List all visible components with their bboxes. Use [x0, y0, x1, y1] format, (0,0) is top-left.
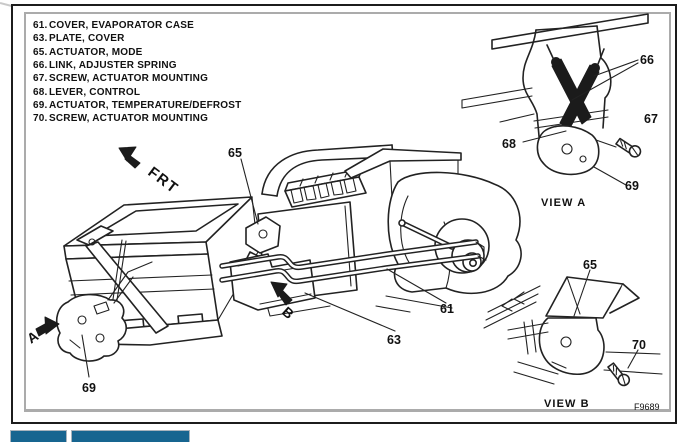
- legend-item-number: 66.: [33, 60, 48, 72]
- legend-item-label: LEVER, CONTROL: [49, 86, 141, 98]
- detail-a-arrow: [35, 316, 60, 337]
- view-a-title: VIEW A: [541, 197, 586, 209]
- callout-69-view-a: 69: [625, 179, 639, 193]
- legend-item-number: 68.: [33, 86, 48, 98]
- legend-item: 66.LINK, ADJUSTER SPRING: [33, 59, 363, 72]
- callout-65-main: 65: [228, 146, 242, 160]
- legend-item-label: ACTUATOR, TEMPERATURE/DEFROST: [49, 100, 242, 112]
- legend-item: 69.ACTUATOR, TEMPERATURE/DEFROST: [33, 99, 363, 112]
- view-b-title: VIEW B: [544, 398, 590, 410]
- bottom-toolbar-button-2[interactable]: [71, 430, 190, 442]
- bottom-toolbar-button-1[interactable]: [10, 430, 67, 442]
- legend-item: 61.COVER, EVAPORATOR CASE: [33, 19, 363, 32]
- main-callout-leaders: [81, 158, 447, 378]
- detail-b-label: B: [279, 303, 297, 322]
- callout-69-main: 69: [82, 381, 96, 395]
- temperature-actuator-drawing: [56, 261, 153, 362]
- callout-63-main: 63: [387, 333, 401, 347]
- legend-item: 68.LEVER, CONTROL: [33, 86, 363, 99]
- legend-item-number: 65.: [33, 46, 48, 58]
- detail-b-arrow: [270, 281, 293, 306]
- exploded-view-diagram: FRT A B 65 61 63 69 66 67 68 69 VIEW A 6…: [24, 13, 663, 412]
- view-a-drawing: [461, 13, 649, 186]
- view-b-drawing: [483, 269, 663, 389]
- legend-item-number: 63.: [33, 33, 48, 45]
- blower-housing-drawing: [375, 171, 522, 313]
- legend-item-label: SCREW, ACTUATOR MOUNTING: [49, 73, 209, 85]
- legend-item-number: 70.: [33, 113, 48, 125]
- callout-66-view-a: 66: [640, 53, 654, 67]
- actuator-screw-icon: [613, 137, 643, 159]
- callout-70-view-b: 70: [632, 338, 646, 352]
- callout-65-view-b: 65: [583, 258, 597, 272]
- legend-item-label: SCREW, ACTUATOR MOUNTING: [49, 113, 209, 125]
- legend-item-number: 69.: [33, 100, 48, 112]
- legend-item-number: 61.: [33, 20, 48, 31]
- legend-item-number: 67.: [33, 73, 48, 85]
- parts-legend: 61.COVER, EVAPORATOR CASE 63.PLATE, COVE…: [33, 19, 363, 126]
- callout-68-view-a: 68: [502, 137, 516, 151]
- legend-item: 67.SCREW, ACTUATOR MOUNTING: [33, 72, 363, 85]
- callout-61-main: 61: [440, 302, 454, 316]
- legend-item-label: LINK, ADJUSTER SPRING: [49, 60, 177, 72]
- callout-67-view-a: 67: [644, 112, 658, 126]
- legend-item: 70.SCREW, ACTUATOR MOUNTING: [33, 112, 363, 125]
- figure-code: F9689: [634, 402, 660, 412]
- heater-pipes-drawing: [219, 239, 487, 285]
- legend-item: 63.PLATE, COVER: [33, 32, 363, 45]
- frt-label: FRT: [145, 164, 182, 198]
- legend-item-label: COVER, EVAPORATOR CASE: [49, 20, 194, 31]
- frt-direction-arrow: [118, 146, 141, 169]
- legend-item: 65.ACTUATOR, MODE: [33, 46, 363, 59]
- legend-item-label: PLATE, COVER: [49, 33, 125, 45]
- legend-item-label: ACTUATOR, MODE: [49, 46, 143, 58]
